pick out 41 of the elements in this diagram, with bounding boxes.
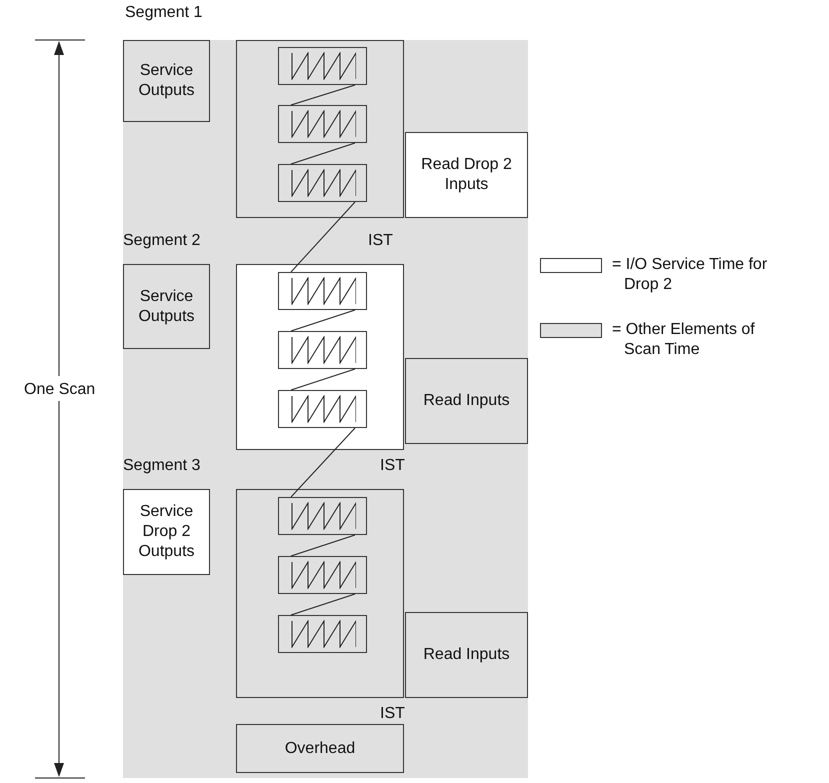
legend-text: = Other Elements of Scan Time [612, 320, 756, 360]
segment-box [236, 264, 404, 450]
sweep-box [278, 615, 367, 653]
segment-box [236, 40, 404, 218]
box-label: Read Inputs [423, 391, 510, 411]
interval-label: IST [380, 704, 405, 724]
box-label: Service Outputs [137, 286, 196, 326]
process-box [236, 724, 404, 773]
box-label: Read Inputs [423, 645, 510, 665]
sweep-box [278, 497, 367, 535]
sweep-box [278, 272, 367, 310]
box-label: Read Drop 2 Inputs [420, 155, 513, 195]
sweep-box [278, 556, 367, 594]
process-box [123, 40, 210, 122]
connector-line [290, 534, 356, 556]
connector-line [290, 310, 356, 332]
process-box [405, 612, 528, 698]
process-box [123, 489, 210, 575]
interval-label: IST [380, 456, 405, 476]
connector-line [290, 142, 356, 164]
connector-line [290, 594, 356, 616]
connector-line [290, 428, 356, 498]
process-box [405, 358, 528, 444]
segment-label: Segment 1 [125, 3, 202, 22]
segment-label: Segment 2 [123, 231, 200, 250]
sweep-box [278, 164, 367, 202]
legend-text: = I/O Service Time for Drop 2 [612, 255, 768, 295]
sweep-box [278, 105, 367, 143]
connector-line [290, 84, 356, 106]
box-label: Overhead [284, 738, 356, 758]
connector-line [290, 368, 356, 390]
process-box [405, 132, 528, 218]
box-label: Service Drop 2 Outputs [137, 502, 196, 562]
box-label: Service Outputs [137, 61, 196, 101]
process-box [123, 264, 210, 349]
segment-label: Segment 3 [123, 456, 200, 476]
sweep-box [278, 390, 367, 428]
sweep-box [278, 47, 367, 85]
segment-box [236, 489, 404, 698]
sweep-box [278, 331, 367, 369]
interval-label: IST [368, 231, 393, 250]
